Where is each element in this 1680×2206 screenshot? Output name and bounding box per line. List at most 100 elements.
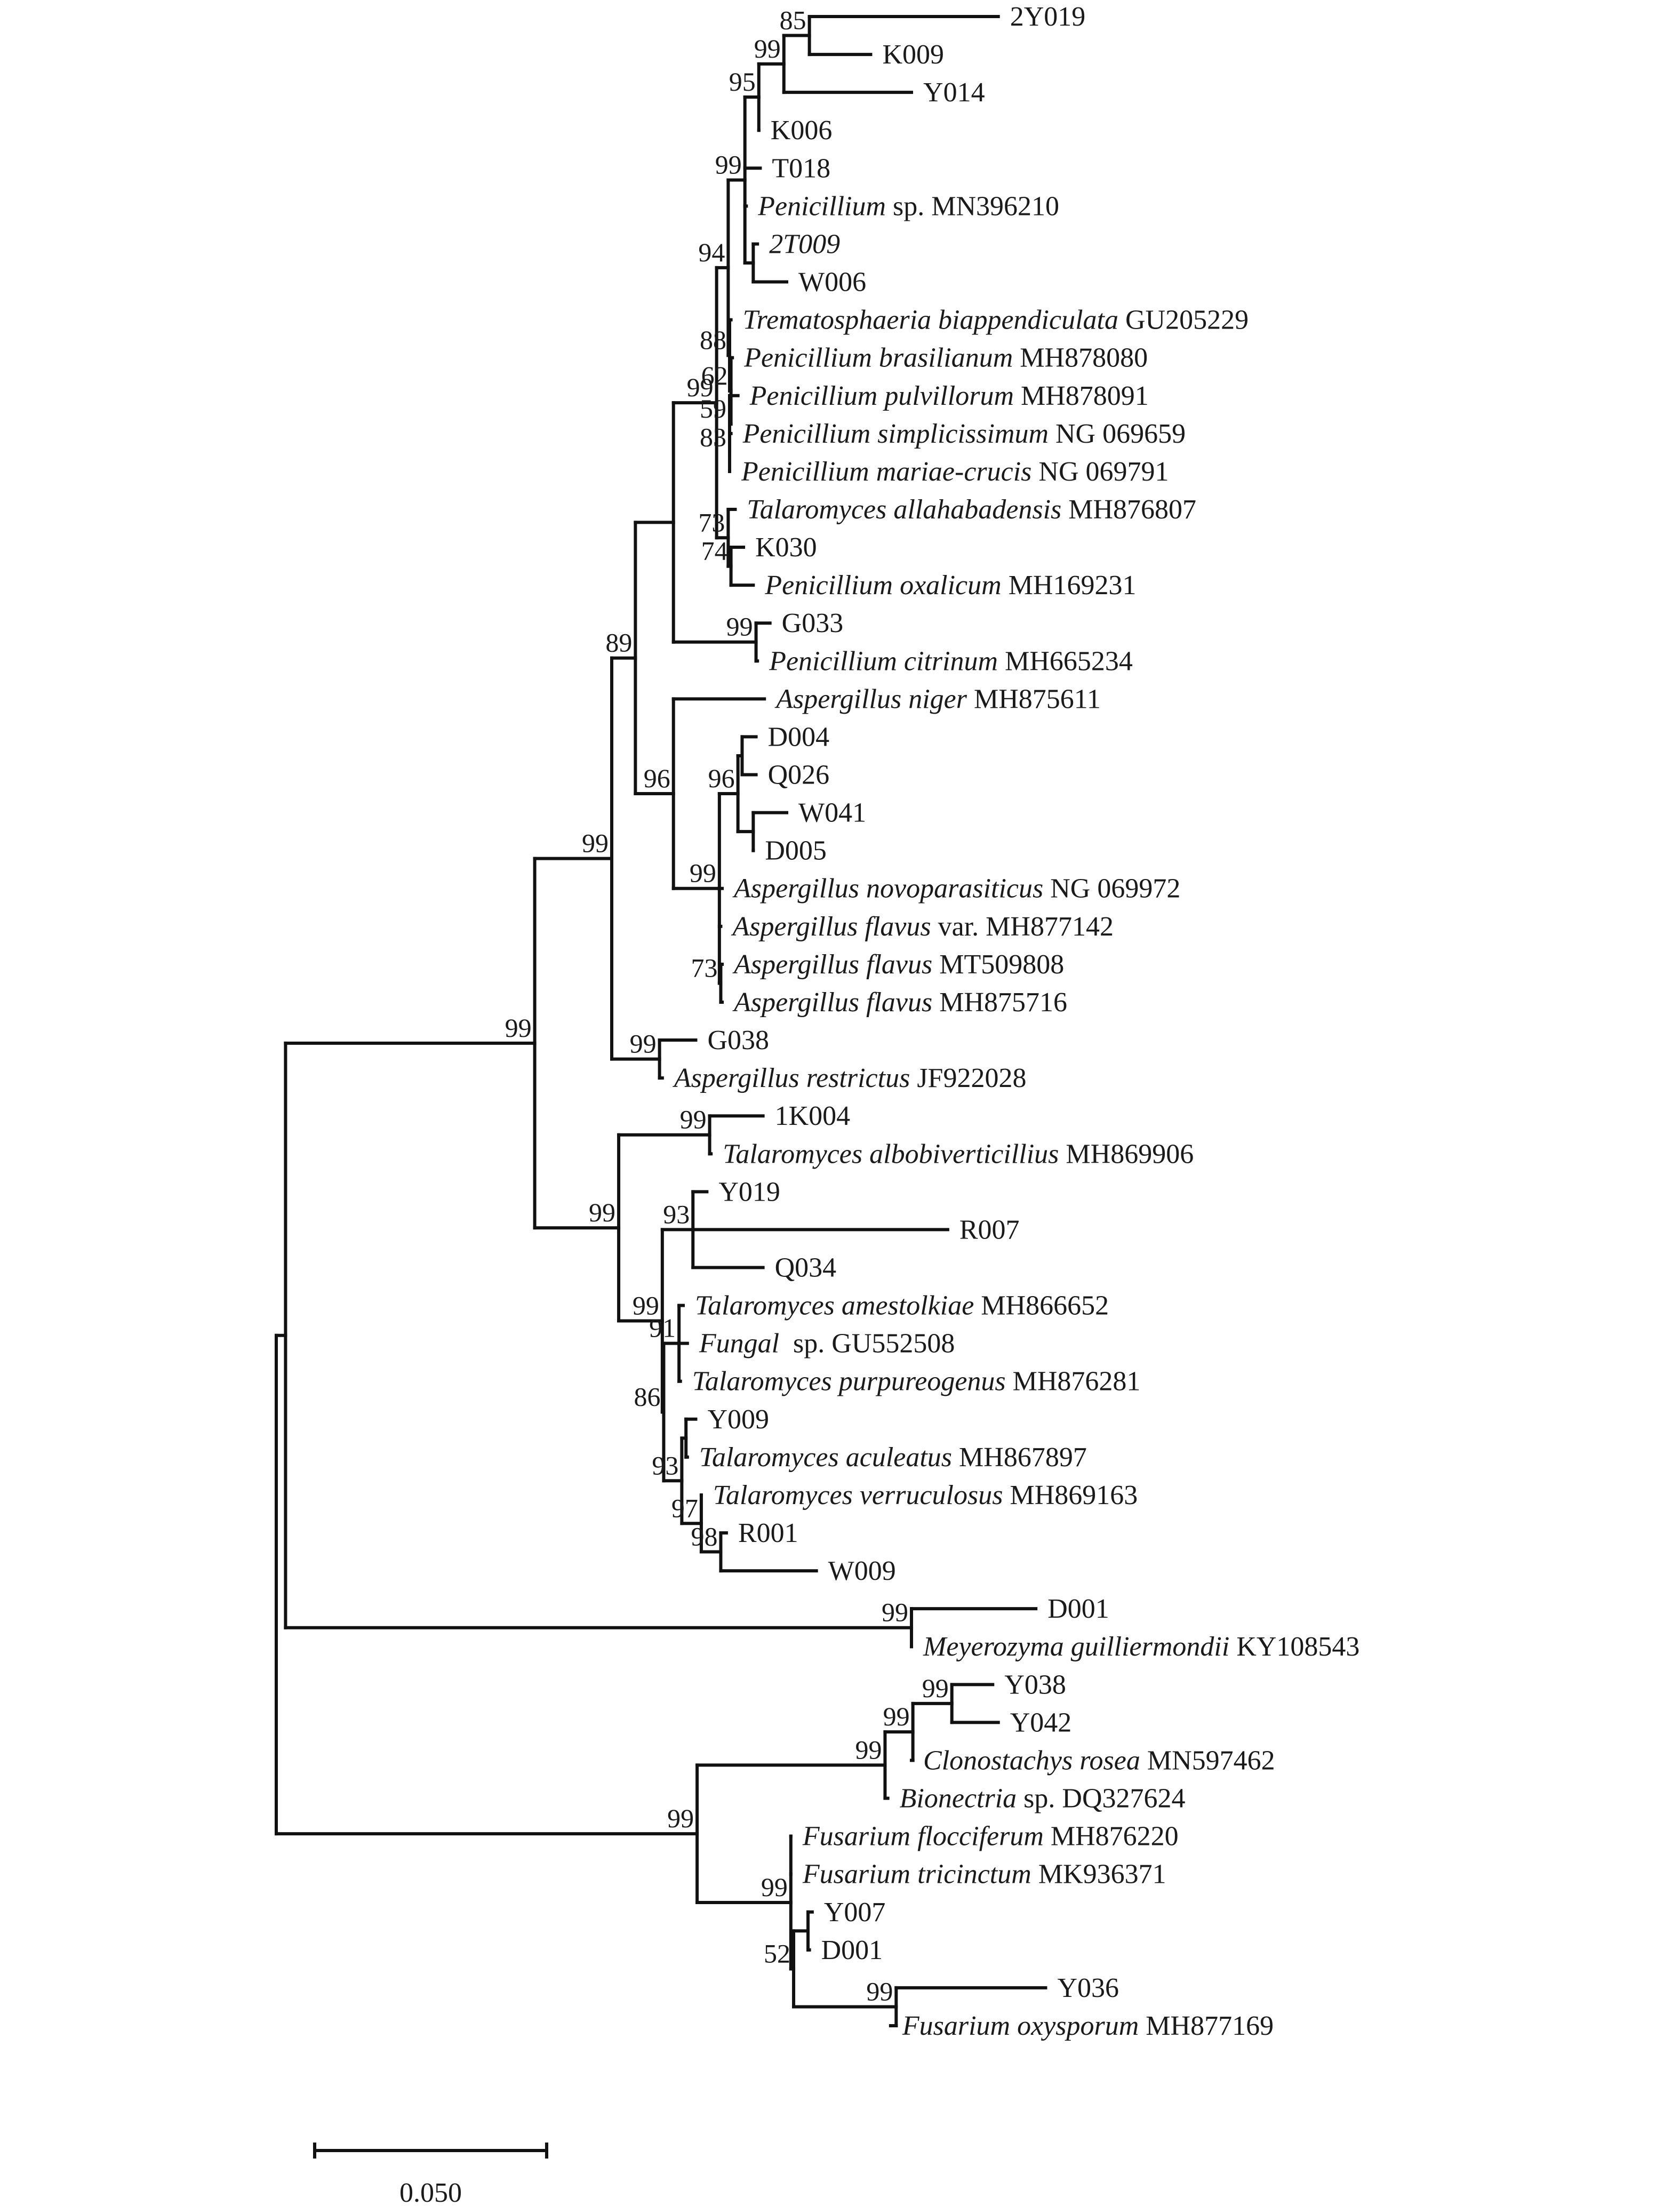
tip-label: Penicillium simplicissimum NG 069659: [742, 419, 1186, 449]
tip-label-species: Aspergillus novoparasiticus: [732, 874, 1043, 904]
tip-label-species: 2T009: [769, 229, 840, 259]
tip-label: D001: [1047, 1594, 1109, 1624]
tip-label-species: Penicillium: [757, 191, 886, 221]
tip-label-species: Penicillium pulvillorum: [749, 381, 1014, 411]
tip-label: Talaromyces amestolkiae MH866652: [695, 1291, 1109, 1321]
tip-label: Penicillium mariae-crucis NG 069791: [741, 457, 1169, 487]
tip-label-accession: MT509808: [932, 949, 1064, 980]
bootstrap-value: 99: [680, 1105, 707, 1134]
tip-label-accession: GU205229: [1118, 305, 1249, 335]
tip-label-accession: MH877169: [1139, 2011, 1274, 2041]
tip-label-species: Aspergillus flavus: [732, 949, 932, 980]
tip-label: T018: [772, 153, 830, 183]
tip-label: Y036: [1057, 1973, 1119, 2003]
tip-label: K009: [882, 39, 944, 70]
bootstrap-value: 86: [634, 1381, 660, 1411]
tip-label: Y014: [923, 77, 985, 108]
bootstrap-value: 52: [764, 1938, 790, 1968]
bootstrap-value: 96: [708, 763, 735, 793]
tip-label-accession: JF922028: [910, 1063, 1026, 1093]
tip-label: Fusarium tricinctum MK936371: [802, 1859, 1166, 1890]
bootstrap-value: 98: [691, 1522, 717, 1552]
tip-label-accession: R007: [959, 1214, 1020, 1245]
bootstrap-value: 85: [780, 5, 806, 35]
bootstrap-value: 99: [505, 1013, 532, 1043]
tip-label-species: Talaromyces aculeatus: [699, 1442, 952, 1473]
tip-label-species: Talaromyces purpureogenus: [692, 1366, 1006, 1397]
tip-label-accession: NG 069972: [1043, 874, 1180, 904]
bootstrap-value: 96: [644, 763, 670, 793]
tip-label: Talaromyces verruculosus MH869163: [713, 1480, 1138, 1510]
tip-label-species: Clonostachys rosea: [923, 1745, 1140, 1776]
tip-label-accession: G038: [707, 1025, 769, 1056]
tip-label-species: Fusarium tricinctum: [802, 1859, 1031, 1890]
tip-label: Aspergillus novoparasiticus NG 069972: [732, 874, 1180, 904]
tip-label: W041: [798, 798, 866, 828]
tip-label: 1K004: [775, 1101, 851, 1131]
tip-label-species: Aspergillus flavus: [732, 987, 932, 1018]
tip-label-accession: 2Y019: [1010, 2, 1086, 32]
tip-label-species: Penicillium mariae-crucis: [741, 457, 1031, 487]
tip-label: Penicillium sp. MN396210: [757, 191, 1059, 221]
scale-bar-label: 0.050: [399, 2178, 462, 2206]
bootstrap-value: 99: [633, 1290, 659, 1320]
bootstrap-labels: 8599959983596288947473999996739996899999…: [505, 5, 949, 2007]
bootstrap-value: 93: [663, 1199, 690, 1229]
tip-label-species: Talaromyces verruculosus: [713, 1480, 1003, 1510]
tip-label: R007: [959, 1214, 1020, 1245]
tip-label: D004: [768, 722, 830, 752]
tip-label-accession: K006: [771, 115, 833, 146]
tip-label-accession: D004: [768, 722, 830, 752]
tip-label: Fusarium flocciferum MH876220: [802, 1821, 1179, 1852]
tip-label-species: Penicillium citrinum: [769, 646, 998, 676]
tip-label: Trematosphaeria biappendiculata GU205229: [743, 305, 1249, 335]
bootstrap-value: 99: [883, 1701, 910, 1731]
tip-label-accession: MH878080: [1013, 343, 1148, 373]
tip-label-accession: K009: [882, 39, 944, 70]
tip-label: Meyerozyma guilliermondii KY108543: [923, 1632, 1359, 1662]
bootstrap-value: 99: [630, 1029, 657, 1059]
bootstrap-value: 99: [667, 1803, 694, 1833]
bootstrap-value: 99: [761, 1872, 788, 1902]
bootstrap-value: 99: [589, 1197, 615, 1227]
tip-label: Y019: [718, 1177, 780, 1207]
tip-label-accession: MH875716: [932, 987, 1067, 1018]
tip-label: Penicillium citrinum MH665234: [769, 646, 1133, 676]
tip-label-species: Penicillium brasilianum: [743, 343, 1013, 373]
bootstrap-value: 99: [582, 828, 609, 858]
tip-label: Bionectria sp. DQ327624: [900, 1784, 1186, 1814]
tip-label: Talaromyces allahabadensis MH876807: [747, 494, 1196, 525]
tip-label: D001: [821, 1935, 883, 1965]
tip-label-accession: Y036: [1057, 1973, 1119, 2003]
tip-label-accession: MK936371: [1031, 1859, 1166, 1890]
tip-label-accession: MH869906: [1059, 1139, 1194, 1169]
tip-label: Aspergillus niger MH875611: [774, 684, 1101, 714]
tip-label-species: Fusarium flocciferum: [802, 1821, 1044, 1852]
tip-label-species: Aspergillus restrictus: [673, 1063, 910, 1093]
tip-label-accession: MH876807: [1061, 494, 1196, 525]
tip-label-accession: MH878091: [1014, 381, 1149, 411]
tip-label-species: Aspergillus niger: [774, 684, 967, 714]
tip-label-accession: sp. DQ327624: [1017, 1784, 1185, 1814]
tip-label: G038: [707, 1025, 769, 1056]
tip-label-accession: MH875611: [967, 684, 1101, 714]
bootstrap-value: 99: [754, 34, 781, 63]
tip-label: Aspergillus flavus MH875716: [732, 987, 1067, 1018]
tip-label-accession: D001: [821, 1935, 883, 1965]
tip-label: Y009: [707, 1404, 769, 1435]
tip-label-accession: MH869163: [1003, 1480, 1138, 1510]
tip-label-accession: W009: [828, 1556, 896, 1586]
tip-label: D005: [765, 836, 827, 866]
bootstrap-value: 59: [700, 394, 726, 423]
bootstrap-value: 62: [701, 361, 728, 390]
tip-label-species: Talaromyces amestolkiae: [695, 1291, 974, 1321]
tip-label-accession: W006: [798, 267, 866, 298]
tip-label: 2Y019: [1010, 2, 1086, 32]
tip-label: Aspergillus flavus MT509808: [732, 949, 1064, 980]
tip-label: Talaromyces purpureogenus MH876281: [692, 1366, 1141, 1397]
tip-label-accession: Y019: [718, 1177, 780, 1207]
tip-label-accession: W041: [798, 798, 866, 828]
bootstrap-value: 88: [700, 325, 726, 355]
bootstrap-value: 99: [687, 372, 714, 402]
